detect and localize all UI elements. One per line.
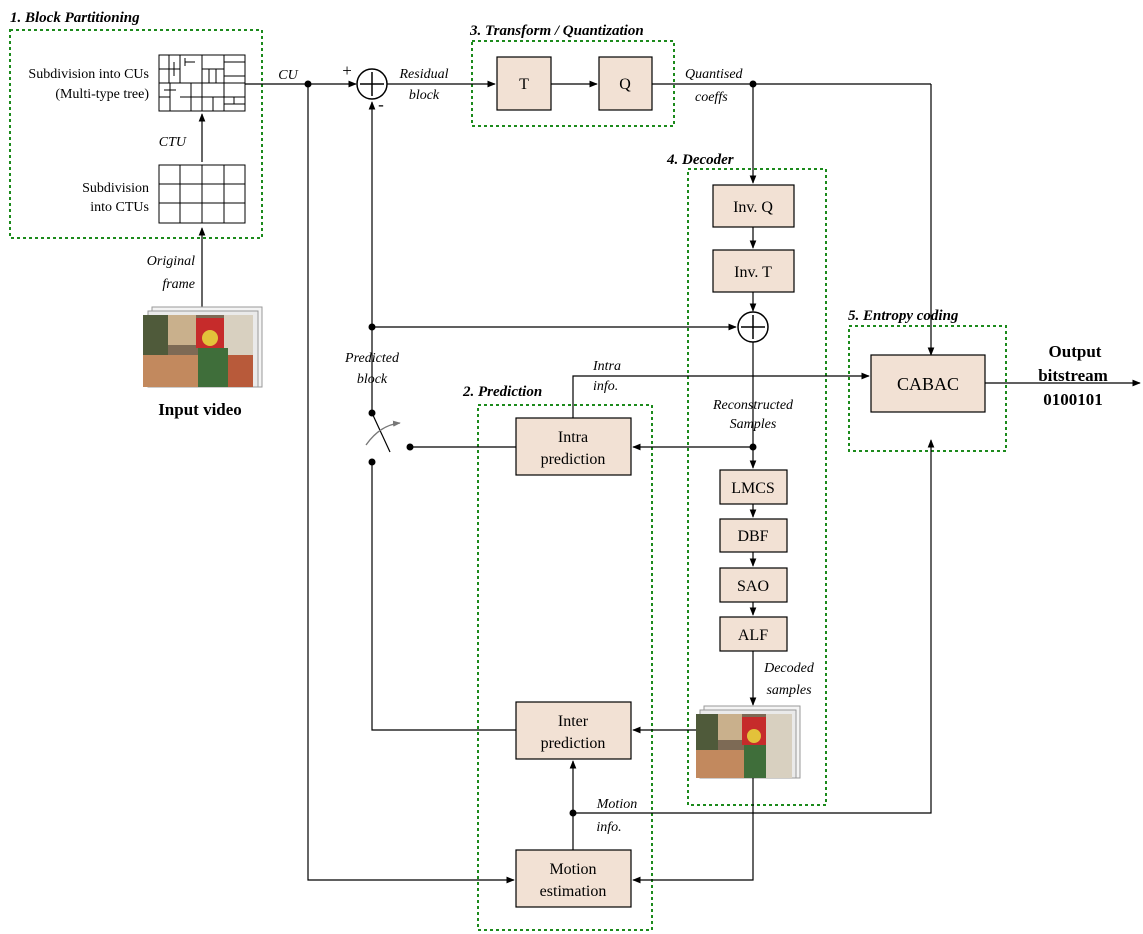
decoded-frames [696, 705, 801, 779]
switch-arm [371, 412, 391, 453]
inv-q-block [712, 184, 795, 228]
into-ctus-label: into CTUs [90, 200, 149, 215]
intra-prediction-block [515, 417, 632, 476]
alf-label: ALF [738, 627, 768, 644]
lmcs-block [719, 469, 788, 505]
lmcs-label: LMCS [731, 480, 775, 497]
samples-label: Samples [730, 417, 777, 432]
input-video-frames [143, 306, 263, 388]
entropy-coding-title: 5. Entropy coding [848, 308, 959, 324]
predicted-block-label: block [357, 372, 388, 387]
prediction-section [477, 404, 653, 931]
motion-estimation-label: estimation [540, 883, 607, 900]
quantize-label: Q [619, 76, 631, 93]
inter-output-line [371, 462, 516, 731]
block-partitioning-title: 1. Block Partitioning [10, 10, 140, 26]
frame-label: frame [162, 277, 195, 292]
bitstream-label: bitstream [1038, 366, 1108, 385]
intra-prediction-label: prediction [541, 451, 606, 468]
intra-label: Intra [558, 429, 588, 446]
inter-prediction-label: prediction [541, 735, 606, 752]
alf-block [719, 616, 788, 652]
input-video-label: Input video [158, 400, 242, 419]
entropy-coding-section [848, 325, 1007, 452]
minus-sign: - [378, 95, 384, 114]
ctu-grid [158, 164, 246, 224]
cu-grid [158, 54, 246, 112]
motion-info-to-cabac-arrow [573, 439, 935, 814]
transform-quantization-title: 3. Transform / Quantization [469, 23, 644, 39]
inter-label: Inter [558, 713, 589, 730]
subtract-node [356, 68, 388, 100]
multi-type-tree-label: (Multi-type tree) [55, 87, 149, 102]
quantised-label: Quantised [685, 67, 744, 82]
cu-label: CU [278, 68, 298, 83]
inv-t-label: Inv. T [734, 264, 772, 281]
output-label: Output [1049, 342, 1102, 361]
residual-label: Residual [399, 67, 449, 82]
bitstream-value: 0100101 [1043, 390, 1103, 409]
reconstructed-label: Reconstructed [712, 398, 794, 413]
switch-toggle-icon [365, 420, 401, 446]
original-label: Original [147, 254, 195, 269]
decoded-samples-label: samples [766, 683, 812, 698]
dbf-block [719, 518, 788, 553]
ctu-label: CTU [159, 135, 187, 150]
decoder-title: 4. Decoder [666, 152, 734, 168]
reconstruction-add-node [737, 311, 769, 343]
residual-block-label: block [409, 88, 440, 103]
motion-estimation-block [515, 849, 632, 908]
motion-info-sub-label: info. [596, 820, 621, 835]
sao-label: SAO [737, 578, 769, 595]
motion-label: Motion [549, 861, 596, 878]
intra-info-label: Intra [592, 359, 621, 374]
transform-label: T [519, 76, 529, 93]
coeffs-label: coeffs [695, 90, 728, 105]
block-partitioning-section [9, 29, 263, 239]
plus-sign: + [342, 61, 352, 80]
inv-t-block [712, 249, 795, 293]
predicted-label: Predicted [344, 351, 400, 366]
intra-info-to-cabac-arrow [572, 372, 870, 418]
subdiv-cus-label: Subdivision into CUs [28, 67, 149, 82]
prediction-title: 2. Prediction [462, 384, 542, 400]
cabac-label: CABAC [897, 374, 959, 394]
motion-info-label: Motion [596, 797, 637, 812]
subdiv-ctus-label: Subdivision [82, 181, 149, 196]
cabac-block [870, 354, 986, 413]
decoded-label: Decoded [763, 661, 815, 676]
decoder-section [687, 168, 827, 806]
inv-q-label: Inv. Q [733, 199, 773, 216]
cu-to-motion-arrow [307, 84, 515, 884]
to-motion-arrow [632, 778, 754, 884]
dbf-label: DBF [737, 528, 768, 545]
intra-info-sub-label: info. [593, 379, 618, 394]
